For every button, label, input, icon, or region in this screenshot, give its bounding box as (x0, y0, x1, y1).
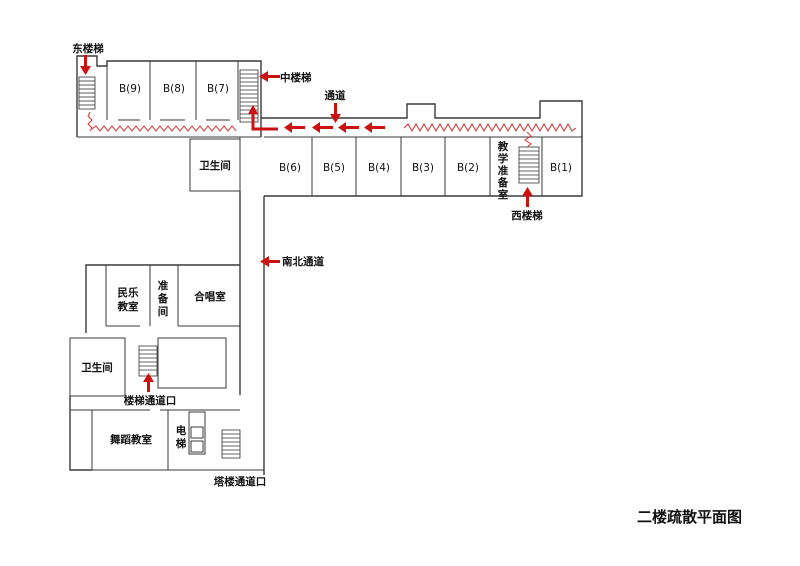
west-stair-label: 西楼梯 (511, 209, 543, 222)
dance-room-label: 舞蹈教室 (109, 433, 152, 446)
room-b2: B(2) (457, 162, 479, 174)
middle-stair-steps (239, 69, 259, 123)
northwest-wing-walls (76, 55, 262, 138)
tower-exit-label: 塔楼通道口 (214, 475, 267, 488)
room-b3: B(3) (412, 162, 434, 174)
teaching-prep-char: 备 (497, 176, 509, 189)
northeast-wing-walls (261, 100, 583, 197)
west-stair-steps (518, 146, 540, 184)
teaching-prep-char: 学 (498, 152, 509, 165)
room-b8: B(8) (163, 83, 185, 95)
room-b5: B(5) (323, 162, 345, 174)
restroom-top-label: 卫生间 (199, 159, 231, 172)
room-b7: B(7) (207, 83, 229, 95)
room-teaching-prep: 教 学 准 备 室 (497, 140, 509, 201)
evacuation-arrows (80, 55, 533, 392)
middle-stair-label: 中楼梯 (280, 71, 312, 84)
choir-room-label: 合唱室 (193, 290, 226, 303)
plan-title: 二楼疏散平面图 (637, 508, 742, 526)
room-b4: B(4) (368, 162, 390, 174)
folk-music-label-line2: 教室 (117, 300, 139, 313)
restroom-bottom-label: 卫生间 (81, 361, 113, 374)
teaching-prep-char: 准 (498, 164, 509, 177)
elevator-char: 电 (176, 424, 187, 437)
ns-corridor-label: 南北通道 (282, 255, 324, 268)
south-wing-walls (69, 264, 264, 471)
prep-room-char: 间 (158, 305, 169, 318)
south-stair-steps (138, 345, 158, 377)
east-stair-label: 东楼梯 (72, 42, 104, 55)
teaching-prep-char: 室 (498, 188, 509, 201)
folk-music-label-line1: 民乐 (118, 286, 139, 299)
tower-stair-steps (221, 429, 241, 459)
room-b1: B(1) (550, 162, 572, 174)
corridor-walls (189, 137, 265, 475)
elevator-char: 梯 (176, 437, 187, 450)
corridor-label: 通道 (325, 89, 346, 102)
east-stair-steps (78, 76, 96, 110)
stair-exit-label: 楼梯通道口 (124, 394, 177, 407)
evacuation-zigzag-north (87, 111, 577, 148)
room-b6: B(6) (279, 162, 301, 174)
teaching-prep-char: 教 (497, 140, 509, 153)
prep-room-char: 准 (158, 279, 169, 292)
room-b9: B(9) (119, 83, 141, 95)
prep-room-char: 备 (157, 292, 169, 305)
